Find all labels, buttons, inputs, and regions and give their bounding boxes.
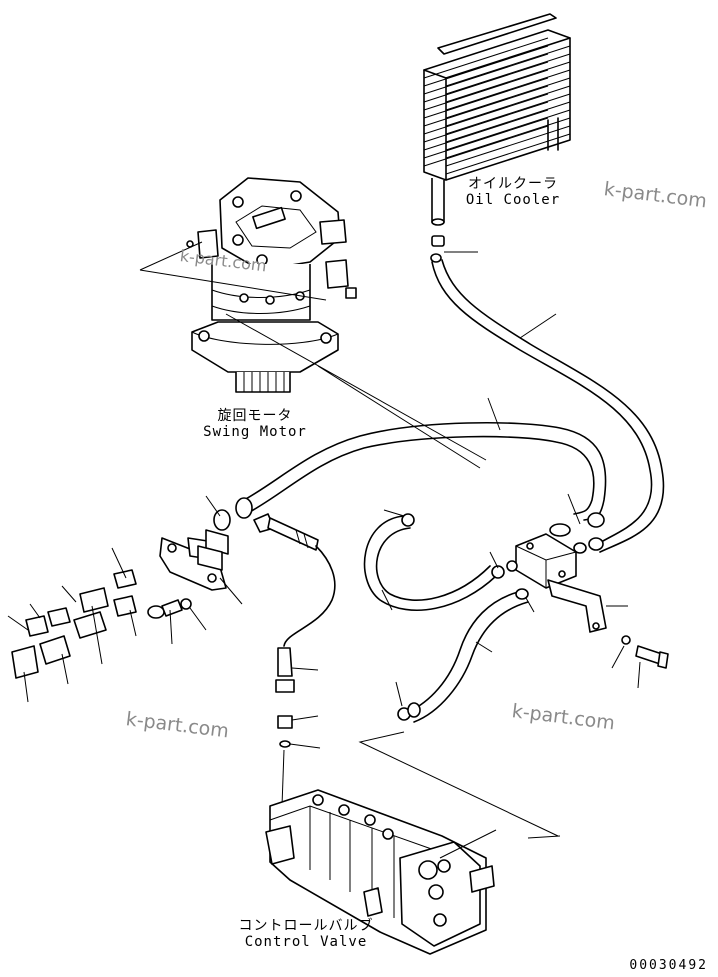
swing-motor xyxy=(186,177,357,393)
swing-motor-en: Swing Motor xyxy=(203,424,307,440)
swing-motor-jp: 旋回モータ xyxy=(217,408,293,424)
control-valve-label: コントロールバルブ Control Valve xyxy=(226,918,386,950)
swing-motor-drain-hose xyxy=(205,397,607,531)
manifold-block xyxy=(515,493,669,689)
u-pipe xyxy=(363,509,518,612)
oil-cooler-en: Oil Cooler xyxy=(465,192,561,208)
control-valve-jp: コントロールバルブ xyxy=(238,918,374,934)
pilot-line xyxy=(253,513,336,807)
control-valve-en: Control Valve xyxy=(244,934,368,950)
swing-motor-label: 旋回モータ Swing Motor xyxy=(200,408,310,440)
drawing-code: 00030492 xyxy=(629,958,708,973)
oil-cooler xyxy=(423,13,571,263)
control-valve xyxy=(265,789,495,955)
control-valve-hose xyxy=(358,588,561,839)
oil-cooler-jp: オイルクーラ xyxy=(468,176,558,192)
left-fittings-group xyxy=(7,529,243,703)
oil-cooler-return-hose xyxy=(431,259,665,553)
oil-cooler-label: オイルクーラ Oil Cooler xyxy=(458,176,568,208)
